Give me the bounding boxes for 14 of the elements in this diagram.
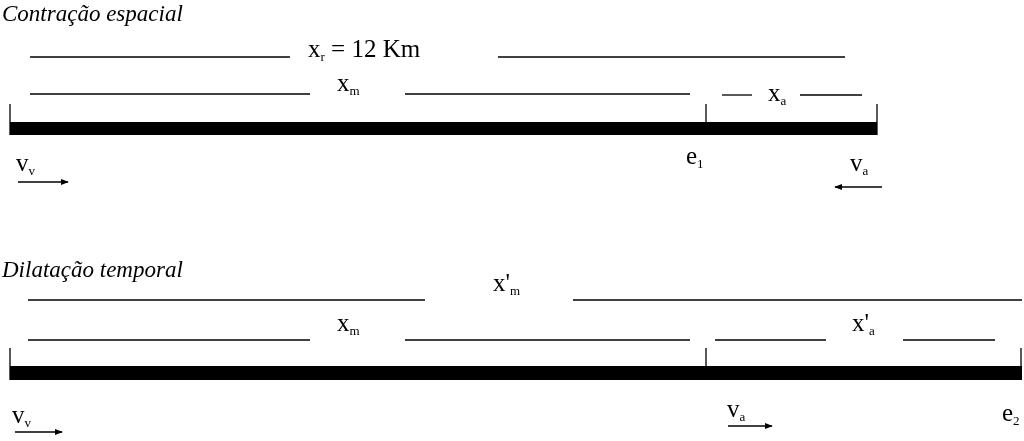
symbol-label: x'$_{m}$: [493, 270, 521, 297]
section-heading: Dilatação temporal: [2, 258, 183, 281]
symbol-label: v$_{a}$: [727, 396, 746, 423]
symbol-label: v$_{a}$: [850, 150, 869, 177]
symbol-label: e$_{2}$: [1002, 400, 1020, 427]
section-heading: Contração espacial: [2, 2, 183, 25]
symbol-label: x'$_{a}$: [852, 310, 875, 337]
symbol-label: x$_{r}$ = 12 Km: [308, 36, 421, 63]
symbol-label: x$_{m}$: [337, 310, 360, 337]
symbol-label: v$_{v}$: [12, 402, 31, 429]
symbol-label: v$_{v}$: [16, 150, 35, 177]
symbol-label: x$_{m}$: [337, 70, 360, 97]
symbol-label: x$_{a}$: [768, 80, 787, 107]
symbol-label: e$_{1}$: [686, 143, 704, 170]
